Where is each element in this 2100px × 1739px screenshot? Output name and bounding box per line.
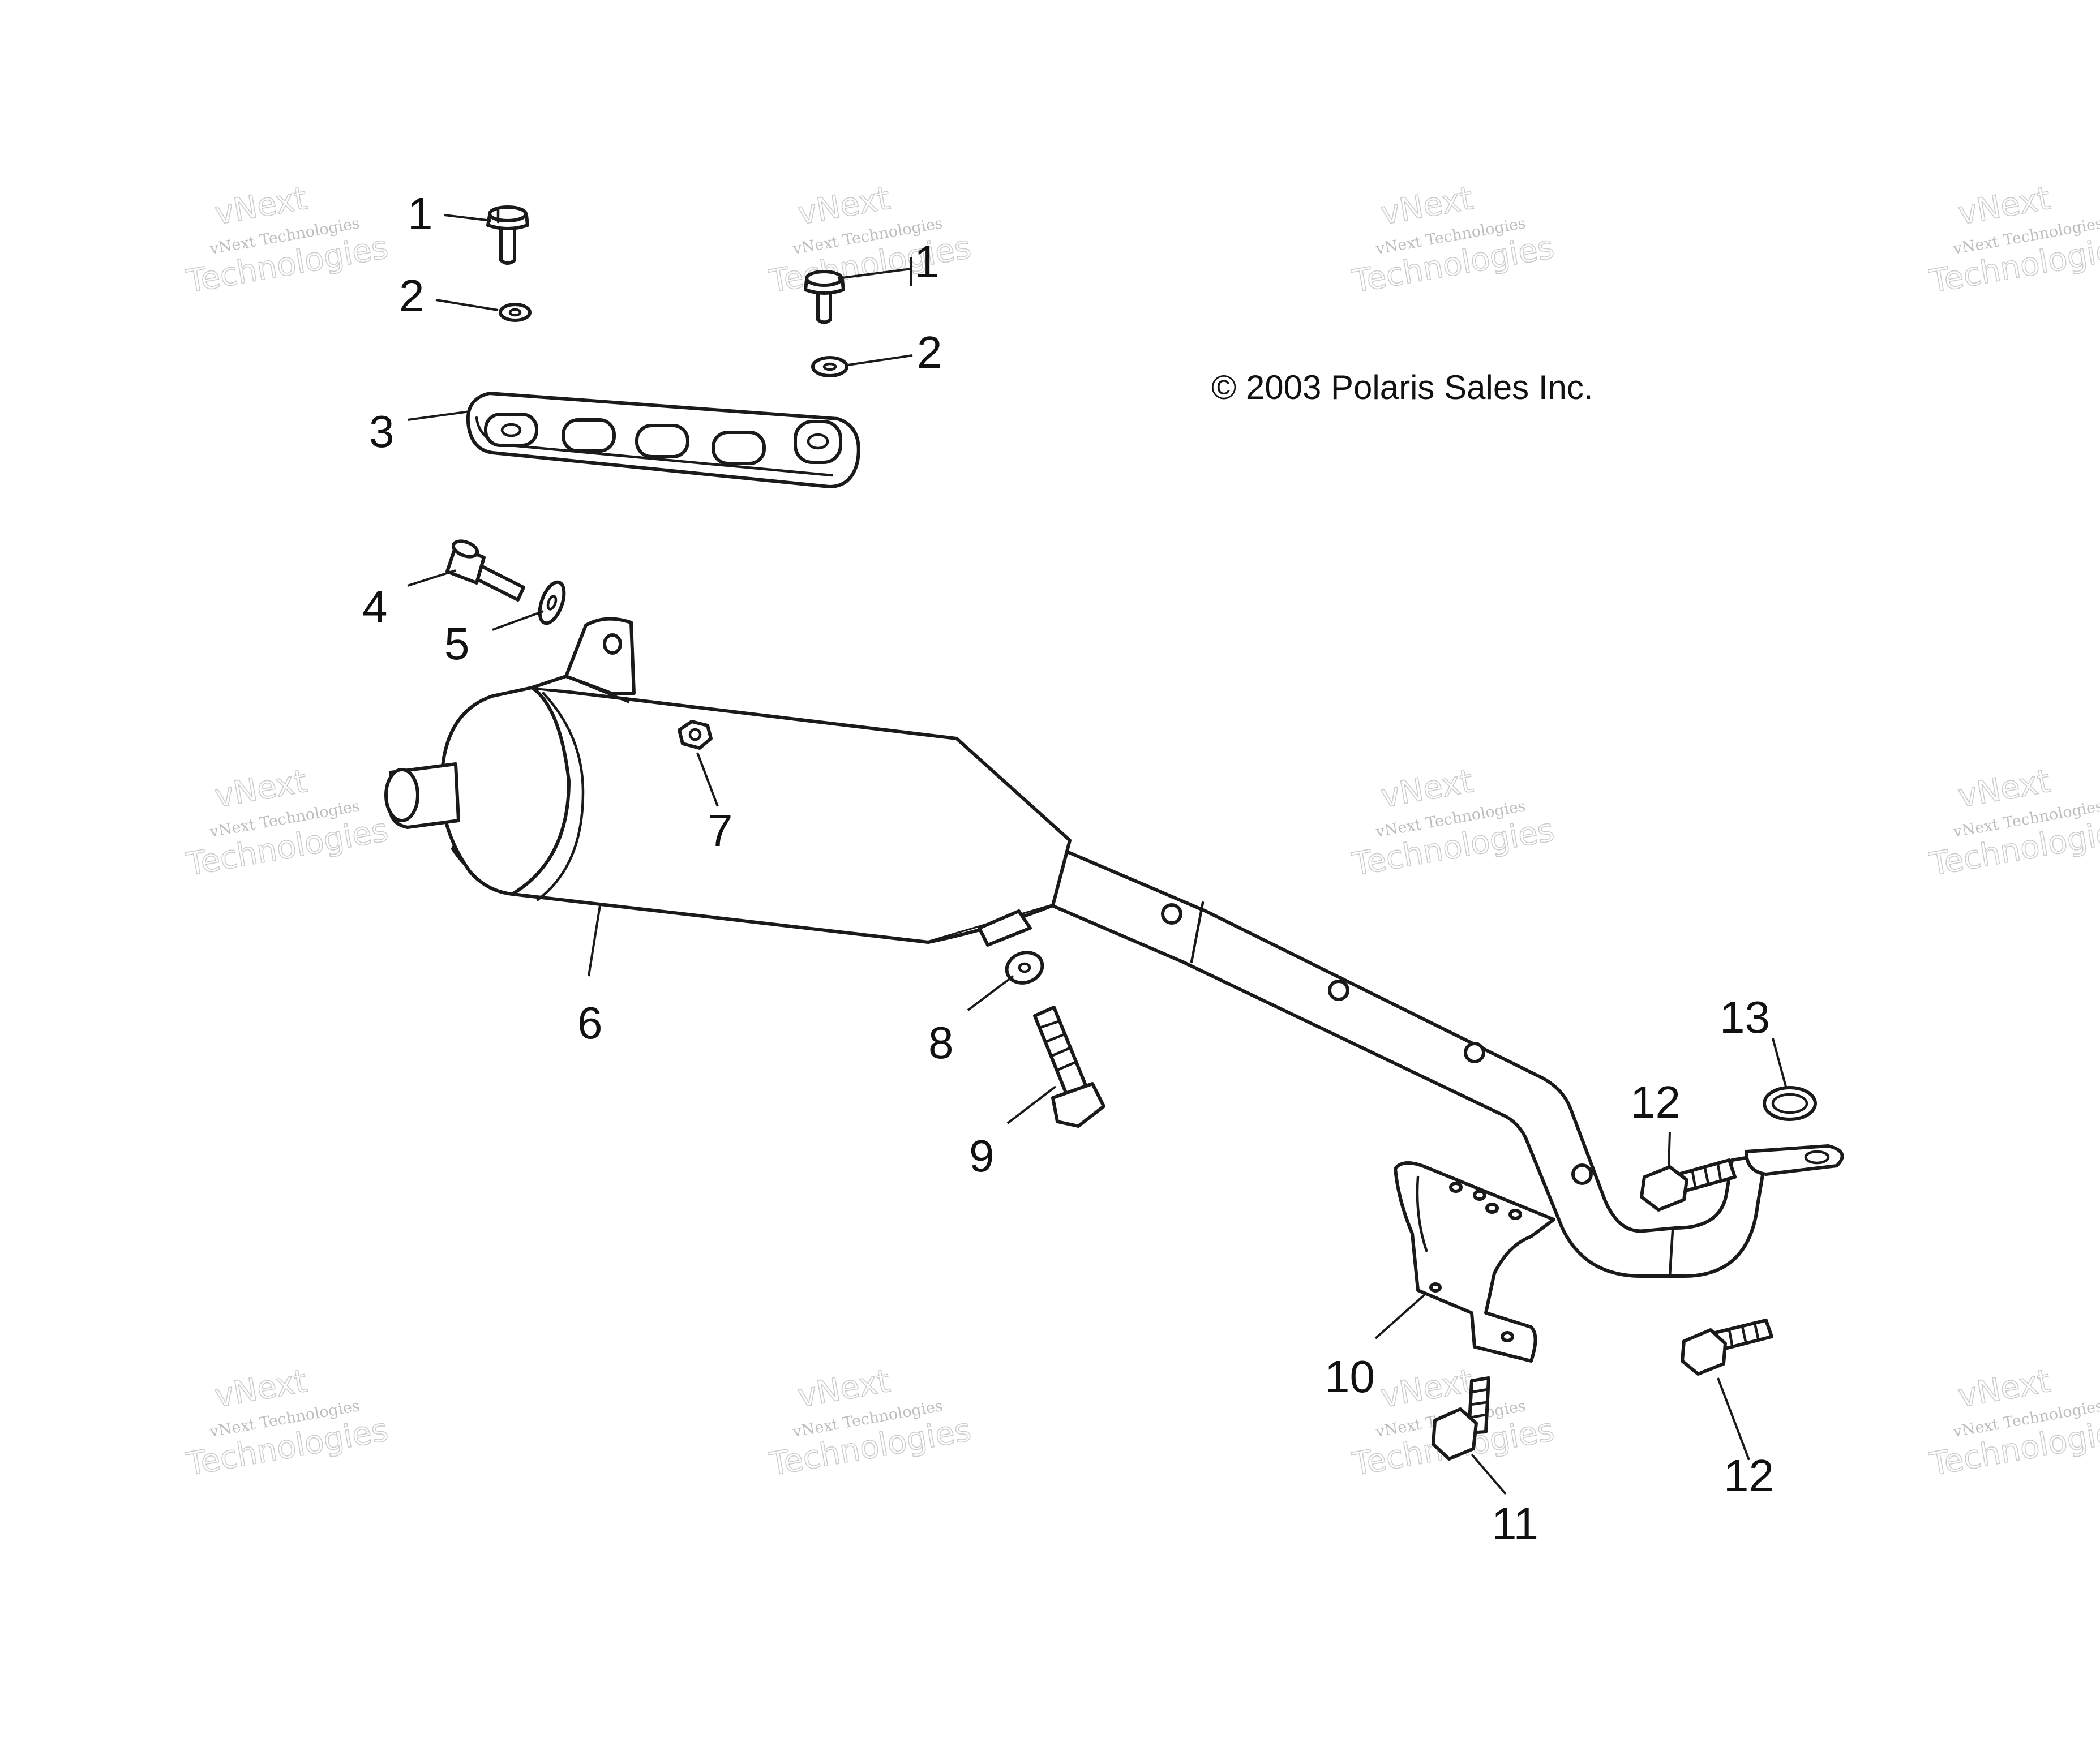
part-washer-5: [538, 580, 566, 625]
part-bolt-12-upper: [1640, 1158, 1737, 1212]
svg-text:vNext: vNext: [1956, 1363, 2053, 1415]
watermark-tile: vNext vNext Technologies Technologies: [1349, 762, 1557, 884]
callout-3: 3: [369, 406, 395, 457]
watermark-tile: vNext vNext Technologies Technologies: [1349, 179, 1557, 301]
svg-text:vNext: vNext: [1378, 1363, 1476, 1415]
callout-9: 9: [969, 1131, 995, 1181]
svg-text:vNext: vNext: [212, 1363, 310, 1415]
svg-text:vNext: vNext: [1956, 180, 2053, 232]
watermark-tile: vNext vNext Technologies Technologies: [183, 179, 391, 301]
svg-text:vNext: vNext: [212, 180, 310, 232]
callout-10: 10: [1325, 1351, 1375, 1402]
svg-text:vNext: vNext: [1378, 763, 1476, 815]
part-bolt-4: [445, 539, 525, 602]
callout-2-left: 2: [399, 270, 425, 321]
part-bolt-1-right: [804, 270, 845, 324]
callout-11: 11: [1492, 1498, 1538, 1549]
svg-text:vNext: vNext: [212, 763, 310, 815]
watermark-tile: vNext vNext Technologies Technologies: [1926, 1362, 2100, 1484]
part-bracket-plate-3: [466, 392, 860, 488]
part-bolt-9: [1033, 1006, 1105, 1128]
part-bolt-1-left: [486, 205, 529, 265]
svg-text:vNext: vNext: [795, 1363, 893, 1415]
watermark-tile: vNext vNext Technologies Technologies: [1926, 762, 2100, 884]
leader-lines: [407, 214, 1787, 1495]
callout-12-lower: 12: [1724, 1450, 1774, 1501]
callout-4: 4: [362, 582, 388, 632]
watermark-tile: vNext vNext Technologies Technologies: [1926, 179, 2100, 301]
callout-labels: 1 1 2 2 3 4 5 6 7 8 9 10 11 12 12 13: [362, 188, 1774, 1549]
part-washer-2-left: [499, 303, 532, 322]
watermark-tile: vNext vNext Technologies Technologies: [183, 1362, 391, 1484]
watermark-tile: vNext vNext Technologies Technologies: [766, 1362, 974, 1484]
part-washer-8: [1005, 951, 1044, 985]
svg-text:vNext: vNext: [1378, 180, 1476, 232]
callout-5: 5: [444, 619, 470, 669]
callout-1-left: 1: [408, 188, 433, 239]
watermark-tile: vNext vNext Technologies Technologies: [183, 762, 391, 884]
callout-12-upper: 12: [1630, 1077, 1681, 1127]
part-bracket-10: [1394, 1161, 1555, 1363]
callout-1-right: 1: [914, 237, 940, 287]
watermark-tile: vNext vNext Technologies Technologies: [766, 179, 974, 301]
part-gasket-13: [1763, 1086, 1817, 1121]
callout-13: 13: [1720, 992, 1770, 1042]
part-bolt-12-lower: [1681, 1319, 1773, 1376]
part-bolt-11: [1432, 1376, 1490, 1461]
part-muffler-6: [384, 617, 1844, 1278]
copyright-text: © 2003 Polaris Sales Inc.: [1211, 368, 1593, 406]
callout-6: 6: [577, 998, 603, 1048]
callout-7: 7: [708, 805, 733, 856]
callout-8: 8: [928, 1017, 954, 1068]
part-washer-2-right: [811, 356, 848, 377]
callout-2-right: 2: [917, 327, 942, 377]
svg-text:vNext: vNext: [1956, 763, 2053, 815]
svg-text:vNext: vNext: [795, 180, 893, 232]
